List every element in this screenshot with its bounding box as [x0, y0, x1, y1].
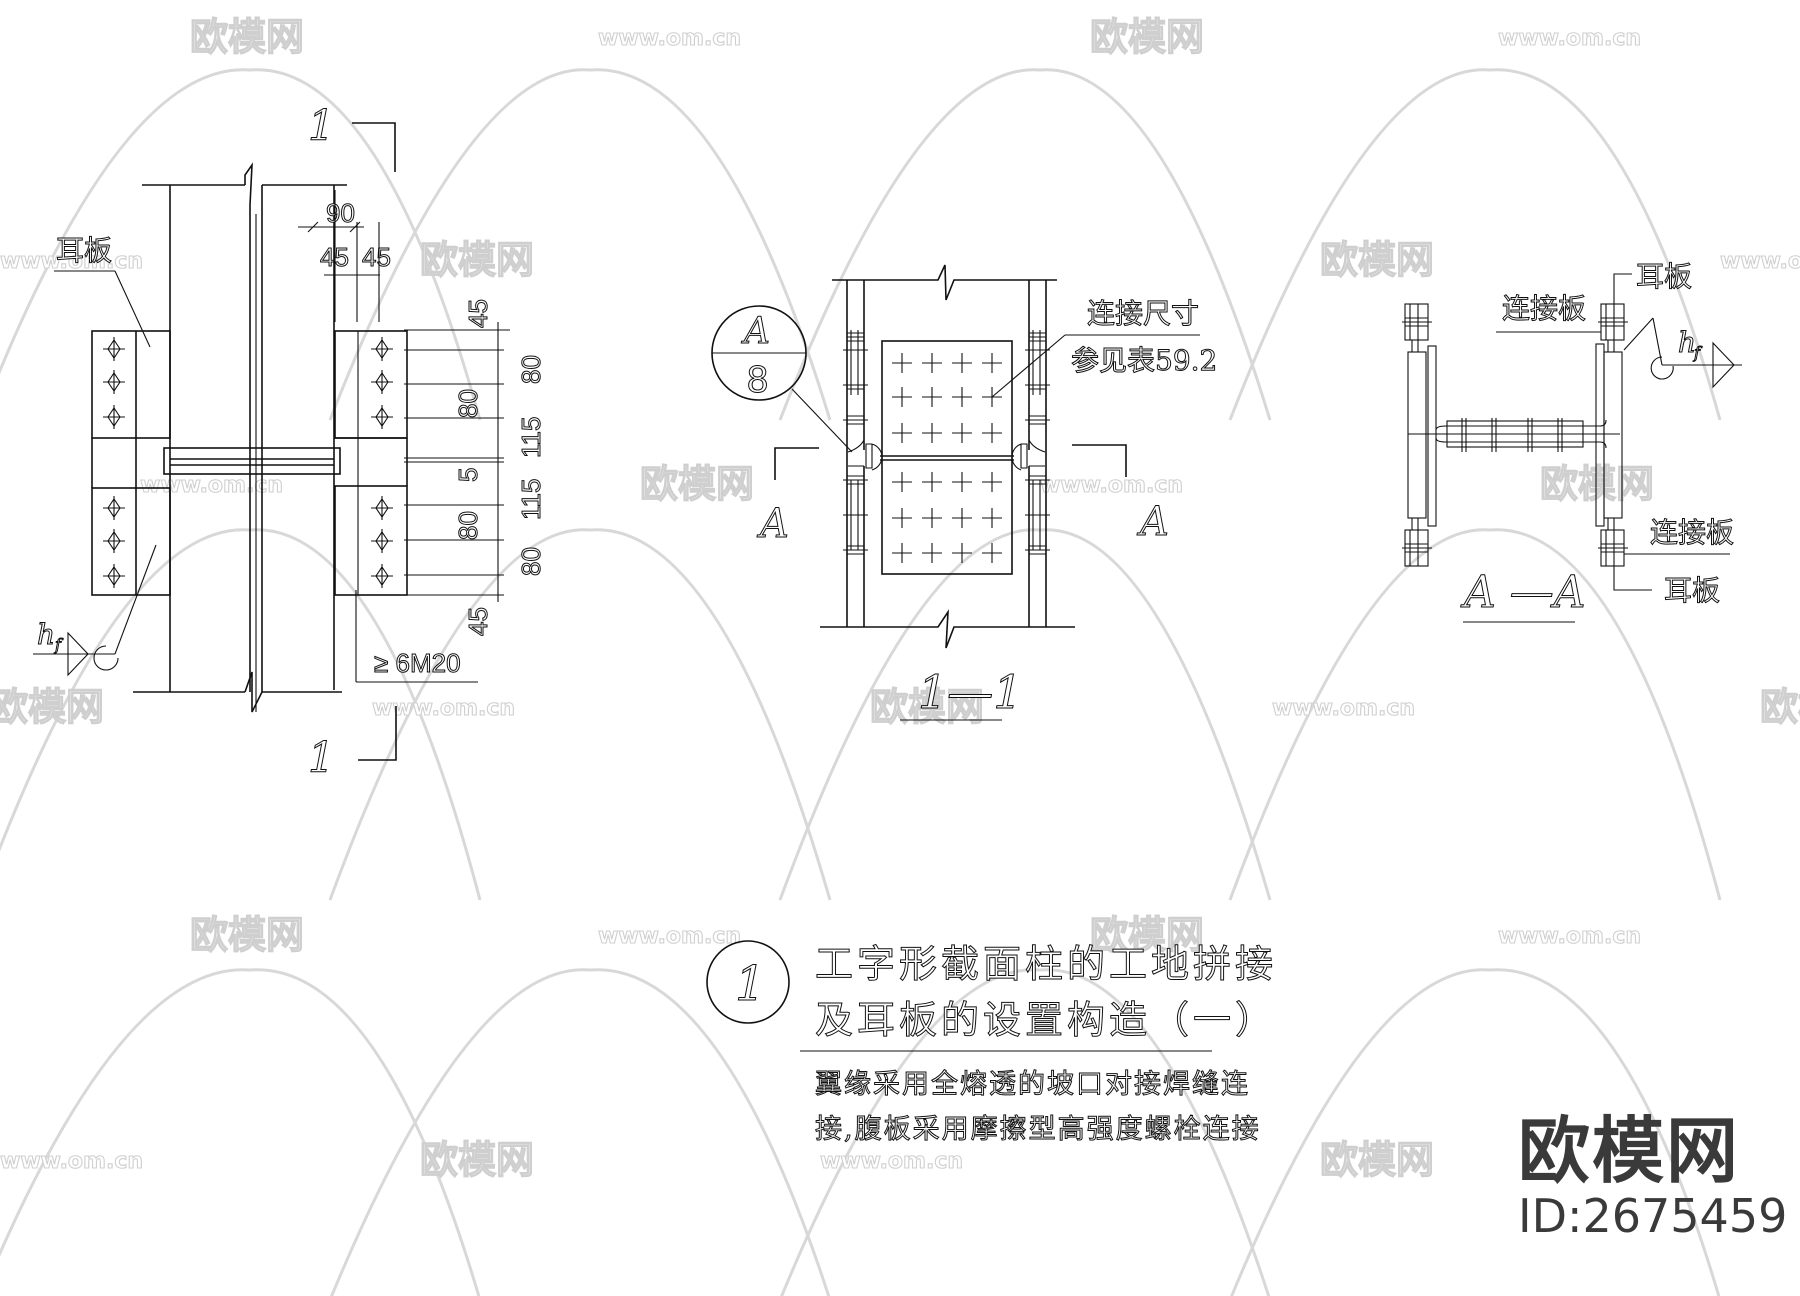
- section-title-a-a: A —A: [1460, 567, 1586, 618]
- dim-v-5: 5: [453, 468, 483, 482]
- watermark-logo: 欧模网: [190, 913, 304, 957]
- bolt-crosses: [892, 353, 1002, 563]
- drawing-desc-line1: 翼缘采用全熔透的坡口对接焊缝连: [815, 1069, 1250, 1100]
- watermark-url: www.om.cn: [372, 696, 515, 721]
- label-ear-plate-bottom: 耳板: [1664, 574, 1720, 607]
- dim-v-115-a: 115: [516, 417, 546, 458]
- watermark-url: www.om.cn: [1272, 696, 1415, 721]
- dim-v-45-bottom: 45: [463, 607, 493, 636]
- section-title-1-1: 1—1: [918, 665, 1023, 719]
- brand-name: 欧模网: [1518, 1109, 1741, 1193]
- watermark-arcs: [0, 68, 1722, 1296]
- watermark-logo: 欧模网: [640, 462, 754, 506]
- watermark-url: www.om.cn: [1720, 249, 1800, 274]
- label-conn-plate-bottom: 连接板: [1650, 516, 1734, 549]
- detail-bubble-top: A: [741, 311, 770, 352]
- watermark-url: www.om.cn: [0, 249, 143, 274]
- watermark-url: www.om.cn: [598, 924, 741, 949]
- section-cut-line-top: [352, 122, 396, 172]
- drawing-desc-line2: 接,腹板采用摩擦型高强度螺栓连接: [815, 1114, 1261, 1145]
- dim-v-80-upper: 80: [453, 389, 483, 418]
- dim-v-80-lower: 80: [453, 511, 483, 540]
- flange-bolts: [843, 330, 1050, 555]
- detail-bubble-bottom: 8: [747, 359, 768, 401]
- section-1-1: A 8 A A 连接尺寸 参见表59.2 1—1: [711, 264, 1218, 721]
- section-mark-bottom: 1: [308, 733, 335, 782]
- cut-label-a-right: A: [1136, 499, 1169, 545]
- drawing-title-line1: 工字形截面柱的工地拼接: [815, 942, 1277, 986]
- watermark-url: www.om.cn: [820, 1149, 963, 1174]
- watermark-logo: 欧模网: [0, 685, 104, 729]
- watermark-logo: 欧模网: [420, 238, 534, 282]
- watermark-logo: 欧模网: [1090, 913, 1204, 957]
- splice-plate: [881, 340, 1013, 575]
- watermark-url: www.om.cn: [1498, 26, 1641, 51]
- ear-plate-left-top: [91, 330, 171, 439]
- watermark-url: www.om.cn: [1040, 473, 1183, 498]
- section-mark-top: 1: [308, 101, 335, 150]
- label-ear-plate-top: 耳板: [1636, 260, 1692, 293]
- dim-v-80-b: 80: [516, 547, 546, 576]
- watermark-logo: 欧模网: [190, 15, 304, 59]
- ear-plate-right-top: [334, 330, 408, 439]
- drawing-number: 1: [735, 956, 766, 1012]
- bolt-symbols-left: [103, 337, 125, 588]
- dim-v-45-top: 45: [463, 299, 493, 328]
- watermark-logo: 欧模网: [1540, 462, 1654, 506]
- drawing-number-circle: [706, 940, 790, 1024]
- bolt-symbols-right: [371, 337, 393, 588]
- weld-symbol-h-aa: h: [1678, 326, 1696, 359]
- drawing-title-line2: 及耳板的设置构造（一）: [815, 998, 1277, 1042]
- watermark-logo: 欧模网: [1090, 15, 1204, 59]
- brand-badge: 欧模网 ID:2675459: [1518, 1112, 1787, 1242]
- watermark-logo: 欧模网: [1320, 1138, 1434, 1182]
- cut-label-a-left: A: [756, 501, 789, 547]
- watermark-logo: 欧模网: [870, 685, 984, 729]
- weld-symbol-f-aa: f: [1693, 343, 1703, 362]
- section-a-a: 耳板 连接板 连接板 耳板 h f A —A: [1402, 260, 1742, 623]
- watermark-url: www.om.cn: [598, 26, 741, 51]
- watermark-url: www.om.cn: [1498, 924, 1641, 949]
- brand-id: ID:2675459: [1518, 1189, 1788, 1243]
- dim-top-right: 45: [362, 242, 391, 272]
- watermark-logo: 欧模网: [1760, 685, 1800, 729]
- watermark-logo: 欧模网: [420, 1138, 534, 1182]
- label-conn-plate-top: 连接板: [1502, 292, 1586, 325]
- watermark-logo: 欧模网: [1320, 238, 1434, 282]
- watermark-url: www.om.cn: [140, 473, 283, 498]
- label-ear-plate: 耳板: [56, 234, 112, 267]
- ear-plate-left-bottom: [91, 487, 171, 596]
- elevation-view: 1 1: [33, 101, 547, 783]
- dim-v-115-b: 115: [516, 479, 546, 520]
- bolt-note: ≥ 6M20: [374, 648, 461, 678]
- weld-symbol-f: f: [54, 635, 64, 654]
- watermark-logos: 欧模网 www.om.cn 欧模网 www.om.cn www.om.cn 欧模…: [0, 14, 1800, 1182]
- note-connection-size: 连接尺寸: [1087, 297, 1199, 330]
- note-see-table: 参见表59.2: [1071, 344, 1217, 377]
- weld-symbol-h: h: [37, 618, 55, 651]
- watermark-url: www.om.cn: [0, 1149, 143, 1174]
- dim-v-80-a: 80: [516, 355, 546, 384]
- section-cut-line-bottom: [358, 706, 397, 761]
- title-block: 1 工字形截面柱的工地拼接 及耳板的设置构造（一） 翼缘采用全熔透的坡口对接焊缝…: [706, 940, 1277, 1146]
- dim-top-total: 90: [326, 198, 355, 228]
